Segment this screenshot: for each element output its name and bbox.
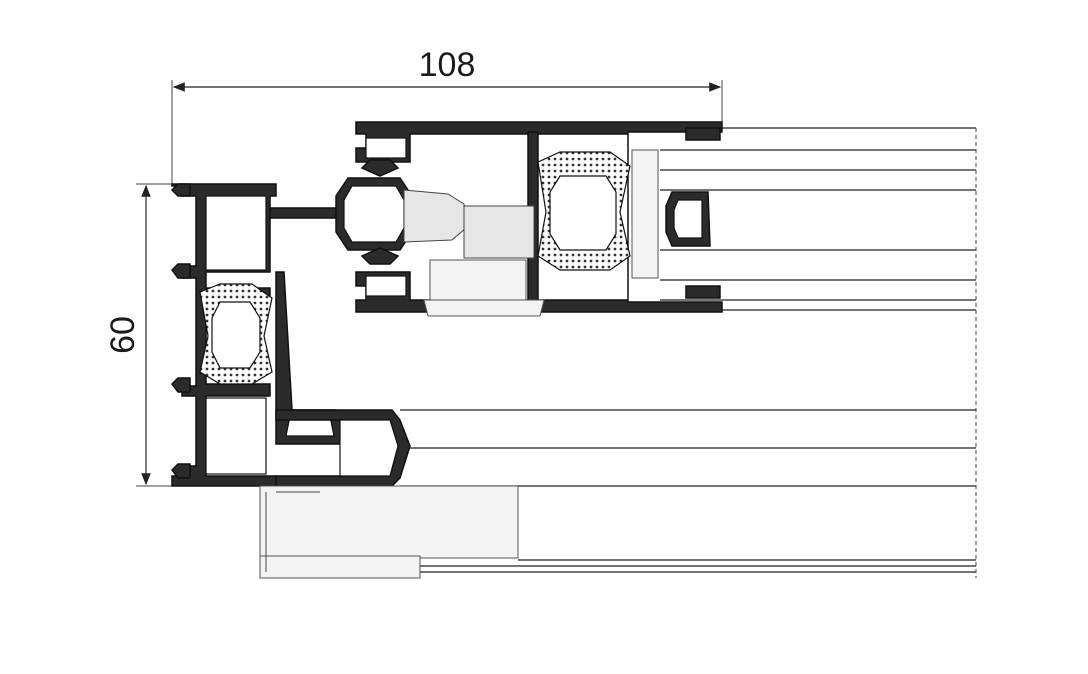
height-dimension: 60: [104, 183, 176, 487]
width-dimension-label: 108: [419, 46, 476, 84]
lower-glazing-panes: [400, 409, 976, 573]
frame-thermal-barrier: [199, 283, 273, 385]
bottom-sill: [259, 485, 519, 579]
sash-thermal-barrier: [537, 151, 631, 271]
glazing-bead: [631, 149, 711, 279]
height-dimension-label: 60: [104, 316, 142, 354]
outer-frame-profile: [170, 183, 277, 487]
sash-gaskets: [360, 127, 721, 299]
frame-arm: [269, 207, 343, 445]
width-dimension: 108: [171, 46, 723, 186]
upper-glazing-panes: [660, 127, 976, 311]
hardware-hinge: [403, 189, 545, 317]
